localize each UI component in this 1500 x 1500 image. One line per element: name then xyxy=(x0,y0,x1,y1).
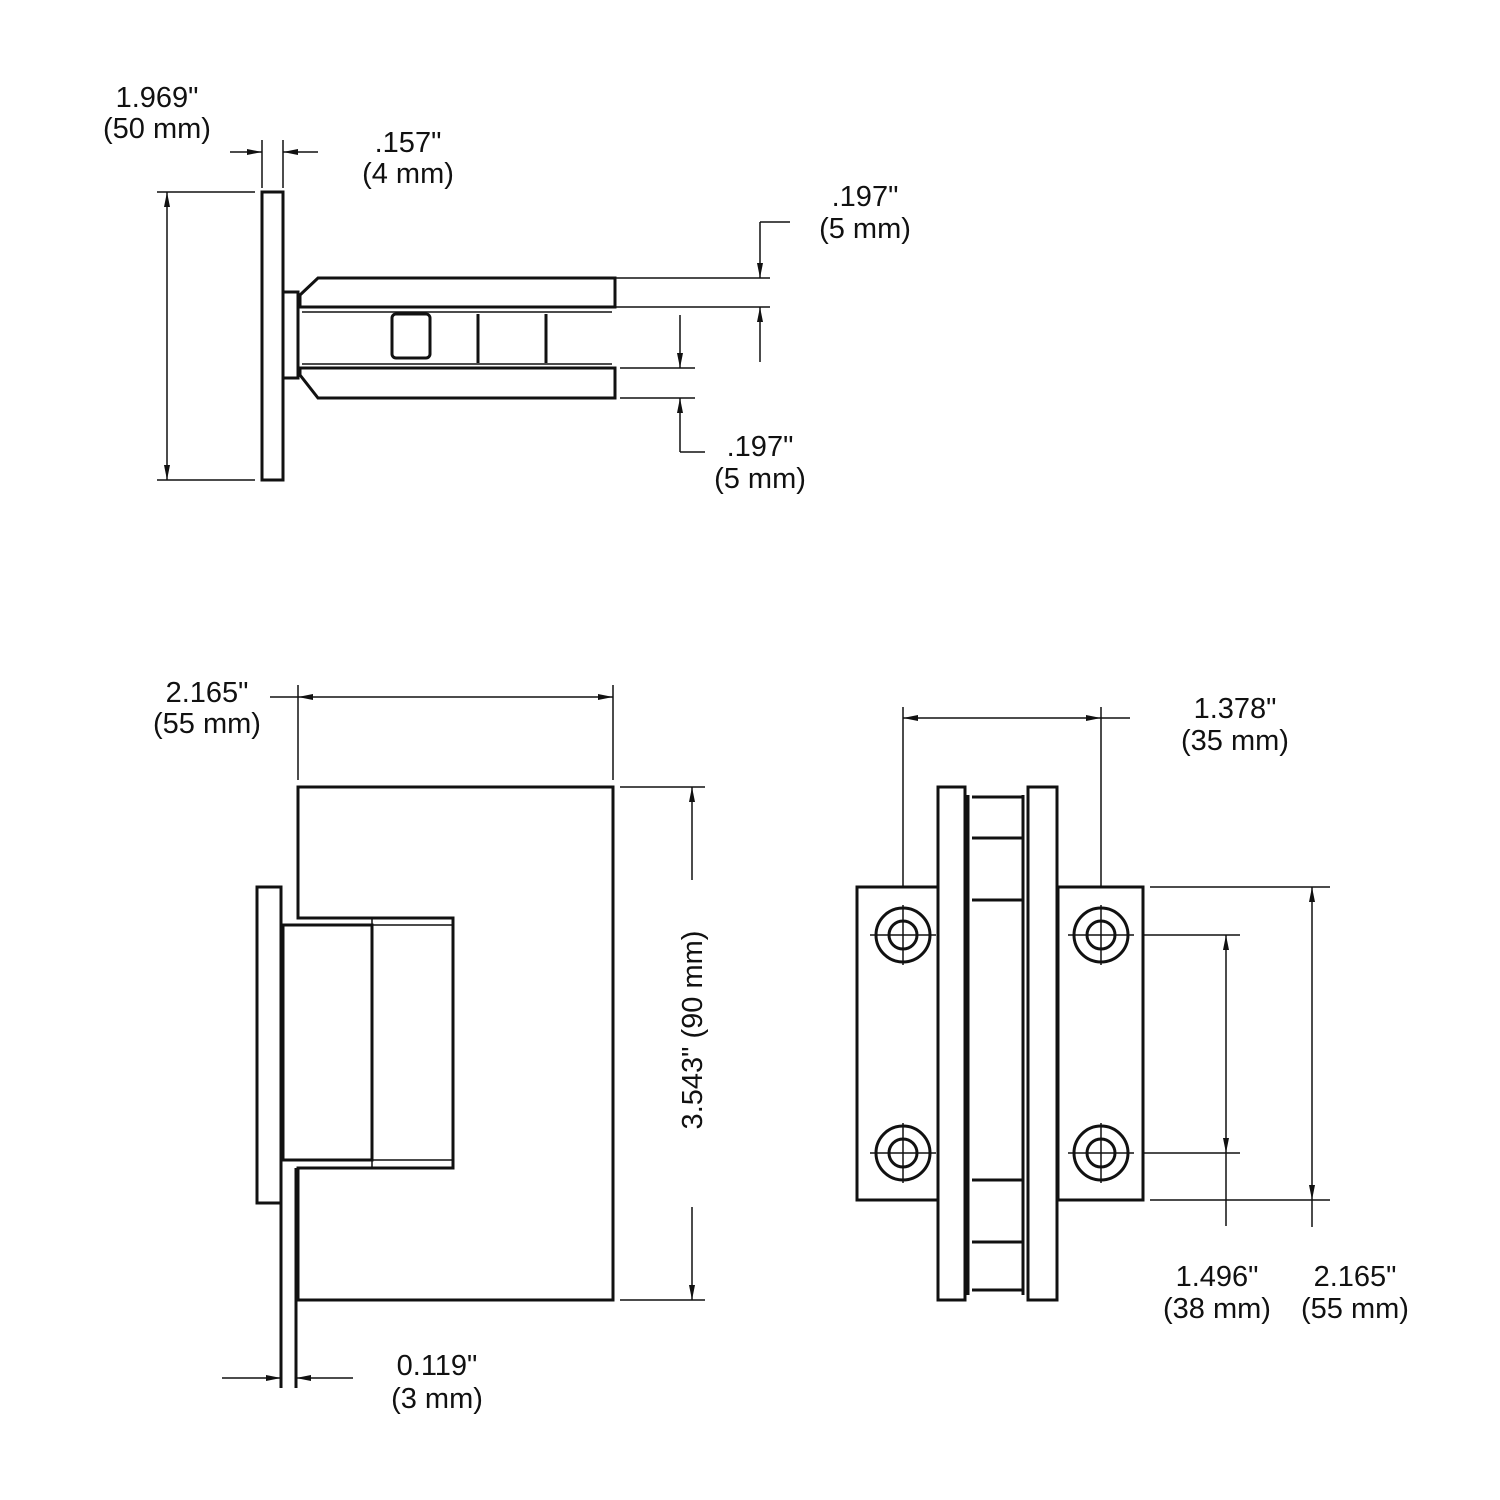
hole-spacing-h-inch: 1.378" xyxy=(1194,693,1277,725)
width-dim-mm: (55 mm) xyxy=(153,708,261,740)
glass-dim-mm: (3 mm) xyxy=(391,1383,483,1415)
width-dim-inch: 2.165" xyxy=(166,677,249,709)
height-dim-label: 3.543" (90 mm) xyxy=(677,931,709,1130)
plate-thickness-inch: .157" xyxy=(375,127,442,159)
lower-jaw-dim-inch: .197" xyxy=(727,431,794,463)
door-plate xyxy=(296,785,615,1302)
screw xyxy=(1068,1123,1134,1183)
upper-jaw-dim-mm: (5 mm) xyxy=(819,213,911,245)
screw xyxy=(870,1123,936,1183)
plate-height-mm: (55 mm) xyxy=(1301,1293,1409,1325)
hole-spacing-h-mm: (35 mm) xyxy=(1181,725,1289,757)
front-view: 2.165" (55 mm) 3.543" (90 mm) 0.119" (3 … xyxy=(153,677,709,1415)
upper-jaw xyxy=(298,276,617,309)
screw xyxy=(870,905,936,965)
left-clamp-bar xyxy=(936,785,967,1302)
lower-jaw xyxy=(298,366,617,400)
glass-dim-inch: 0.119" xyxy=(397,1350,478,1382)
plate-thickness-mm: (4 mm) xyxy=(362,158,454,190)
side-view: 1.378" (35 mm) 1.496" (38 mm) 2.165" (55… xyxy=(855,693,1409,1325)
wall-plate xyxy=(255,885,283,1205)
top-view: 1.969" (50 mm) .157" (4 mm) .197" (5 mm)… xyxy=(103,82,911,495)
hole-spacing-v-inch: 1.496" xyxy=(1176,1261,1259,1293)
upper-jaw-dim-inch: .197" xyxy=(832,181,899,213)
plate-height-inch: 2.165" xyxy=(1314,1261,1397,1293)
pivot-block xyxy=(390,312,432,360)
hinge-body xyxy=(281,923,374,1162)
wall-plate xyxy=(260,190,285,482)
lower-jaw-dim-mm: (5 mm) xyxy=(714,463,806,495)
screw xyxy=(1068,905,1134,965)
height-dim-mm: (50 mm) xyxy=(103,113,211,145)
stub xyxy=(281,290,300,380)
height-dim-inch: 1.969" xyxy=(116,82,199,114)
right-clamp-bar xyxy=(1026,785,1059,1302)
hole-spacing-v-mm: (38 mm) xyxy=(1163,1293,1271,1325)
